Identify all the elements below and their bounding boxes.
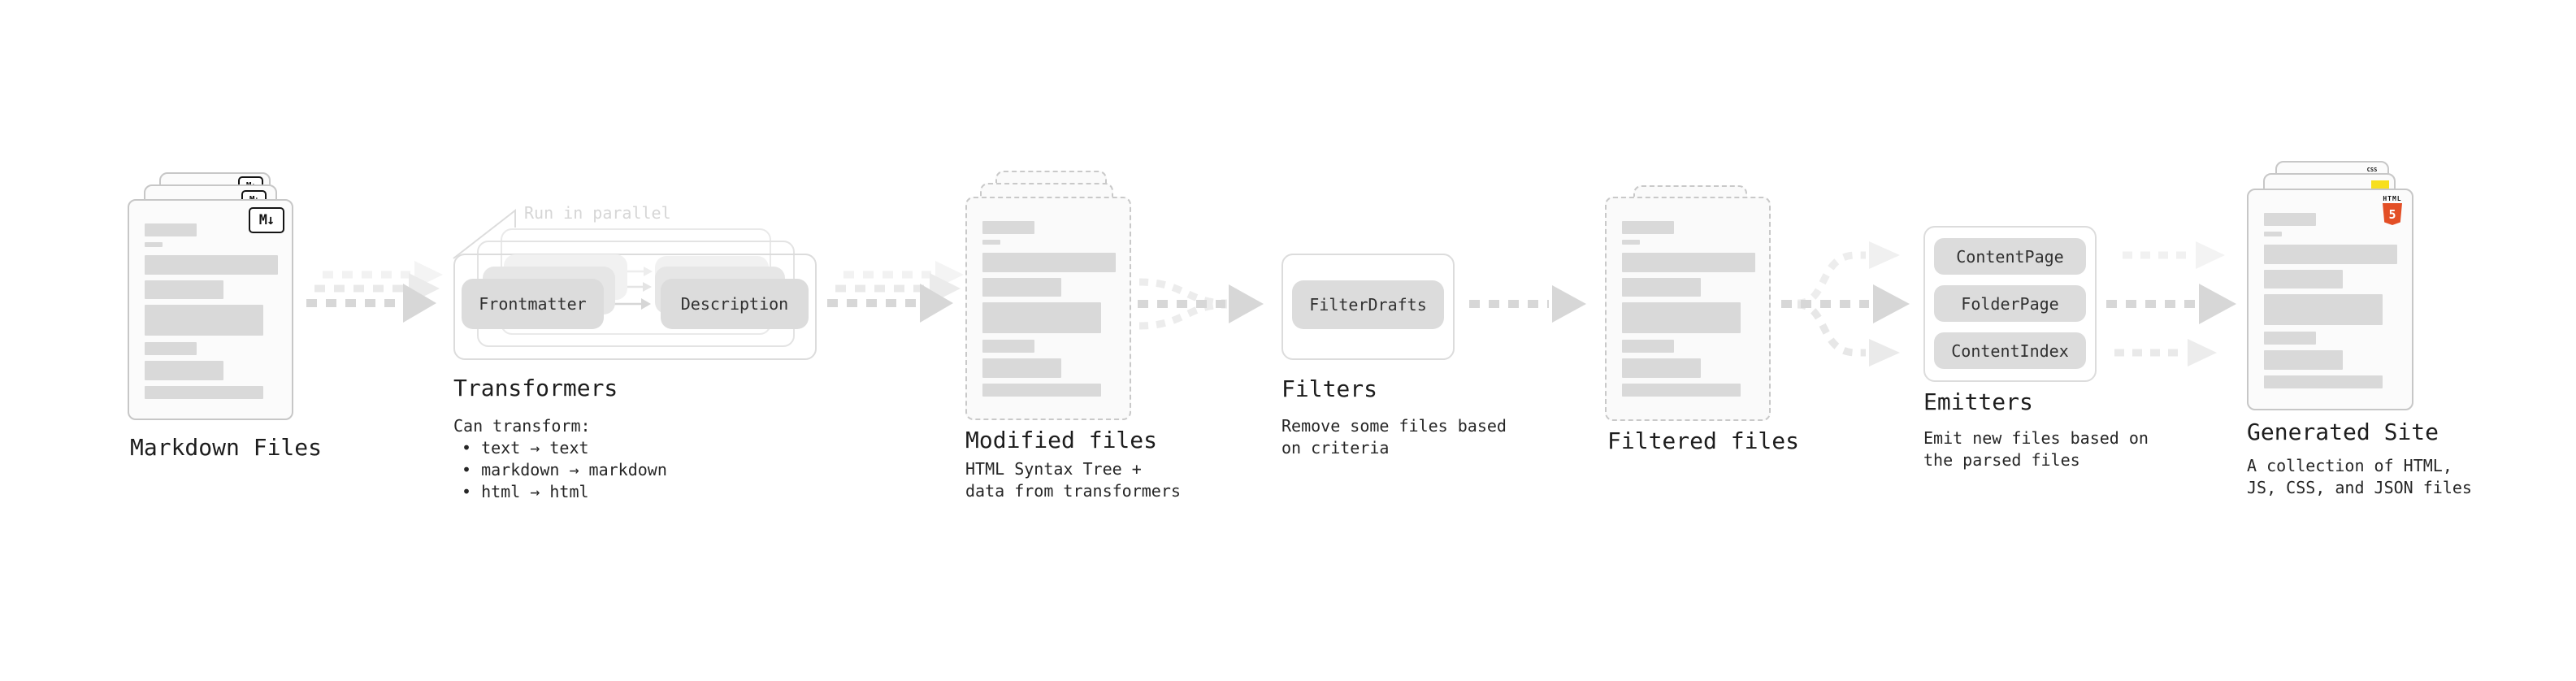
stage-description: Remove some files based on criteria xyxy=(1281,415,1507,459)
placeholder-bar xyxy=(145,280,223,299)
placeholder-bar xyxy=(982,340,1034,353)
placeholder-bar xyxy=(982,384,1101,397)
emitter-pill-contentpage: ContentPage xyxy=(1934,238,2086,275)
document-card xyxy=(965,197,1131,420)
markdown-icon: M↓ xyxy=(249,207,284,233)
document-card xyxy=(1605,197,1771,421)
placeholder-bar xyxy=(1622,253,1755,272)
description-line: data from transformers xyxy=(965,481,1181,501)
placeholder-bar xyxy=(145,255,278,275)
placeholder-bar xyxy=(145,223,197,236)
placeholder-bar xyxy=(982,302,1101,333)
description-line: A collection of HTML, xyxy=(2247,456,2452,475)
stage-description: A collection of HTML, JS, CSS, and JSON … xyxy=(2247,455,2472,499)
stage-title: Modified files xyxy=(965,427,1158,453)
description-line: Can transform: xyxy=(453,416,591,436)
stage-title: Filters xyxy=(1281,375,1378,402)
placeholder-bar xyxy=(982,358,1061,378)
placeholder-bar xyxy=(2264,270,2343,288)
document-content-placeholder xyxy=(2249,213,2412,388)
placeholder-bar xyxy=(982,253,1116,272)
description-line: Emit new files based on xyxy=(1923,428,2149,448)
bullet-item: markdown → markdown xyxy=(453,459,667,481)
placeholder-bar xyxy=(1622,302,1741,333)
placeholder-bar xyxy=(2264,332,2316,345)
document-content-placeholder xyxy=(129,223,292,399)
placeholder-bar xyxy=(982,221,1034,234)
placeholder-bar xyxy=(1622,278,1701,297)
run-in-parallel-label: Run in parallel xyxy=(524,203,671,223)
bullet-item: text → text xyxy=(453,437,667,459)
transformer-box-front xyxy=(453,254,817,360)
stage-title: Generated Site xyxy=(2247,419,2439,445)
placeholder-bar xyxy=(1622,358,1701,378)
placeholder-bar xyxy=(1622,384,1741,397)
placeholder-bar xyxy=(2264,375,2383,388)
stage-description: HTML Syntax Tree + data from transformer… xyxy=(965,458,1181,502)
placeholder-bar xyxy=(1622,340,1674,353)
placeholder-bar xyxy=(1622,221,1674,234)
stage-description: Can transform: text → text markdown → ma… xyxy=(453,415,667,503)
description-line: JS, CSS, and JSON files xyxy=(2247,478,2472,497)
html5-icon-shield: 5 xyxy=(2383,203,2402,225)
stage-title: Filtered files xyxy=(1607,427,1800,454)
placeholder-bar xyxy=(145,386,263,399)
description-line: HTML Syntax Tree + xyxy=(965,459,1142,479)
placeholder-bar xyxy=(2264,350,2343,370)
stage-title: Transformers xyxy=(453,375,618,401)
placeholder-bar xyxy=(145,242,163,247)
transformer-pill-description: Description xyxy=(661,279,809,329)
js-icon xyxy=(2371,180,2389,191)
placeholder-bar xyxy=(982,240,1000,245)
emitter-pill-contentindex: ContentIndex xyxy=(1934,332,2086,369)
placeholder-bar xyxy=(145,342,197,355)
placeholder-bar xyxy=(2264,294,2383,325)
document-content-placeholder xyxy=(1607,221,1769,397)
stage-title: Markdown Files xyxy=(130,434,323,461)
placeholder-bar xyxy=(145,305,263,336)
stage-description: Emit new files based on the parsed files xyxy=(1923,427,2149,471)
placeholder-bar xyxy=(2264,213,2316,226)
placeholder-bar xyxy=(1622,240,1640,245)
placeholder-bar xyxy=(2264,232,2282,236)
placeholder-bar xyxy=(145,361,223,380)
description-line: Remove some files based xyxy=(1281,416,1507,436)
html5-icon: HTML 5 xyxy=(2381,195,2404,225)
transformer-pill-frontmatter: Frontmatter xyxy=(462,279,604,329)
bullet-item: html → html xyxy=(453,481,667,503)
html5-icon-word: HTML xyxy=(2383,195,2402,202)
description-line: on criteria xyxy=(1281,438,1390,458)
placeholder-bar xyxy=(982,278,1061,297)
description-line: the parsed files xyxy=(1923,450,2080,470)
stage-title: Emitters xyxy=(1923,388,2033,415)
document-card: HTML 5 xyxy=(2247,189,2413,410)
emitter-pill-folderpage: FolderPage xyxy=(1934,285,2086,322)
document-content-placeholder xyxy=(967,221,1130,397)
document-card: M↓ xyxy=(128,199,293,420)
filter-pill-filterdrafts: FilterDrafts xyxy=(1292,280,1444,329)
placeholder-bar xyxy=(2264,245,2397,264)
